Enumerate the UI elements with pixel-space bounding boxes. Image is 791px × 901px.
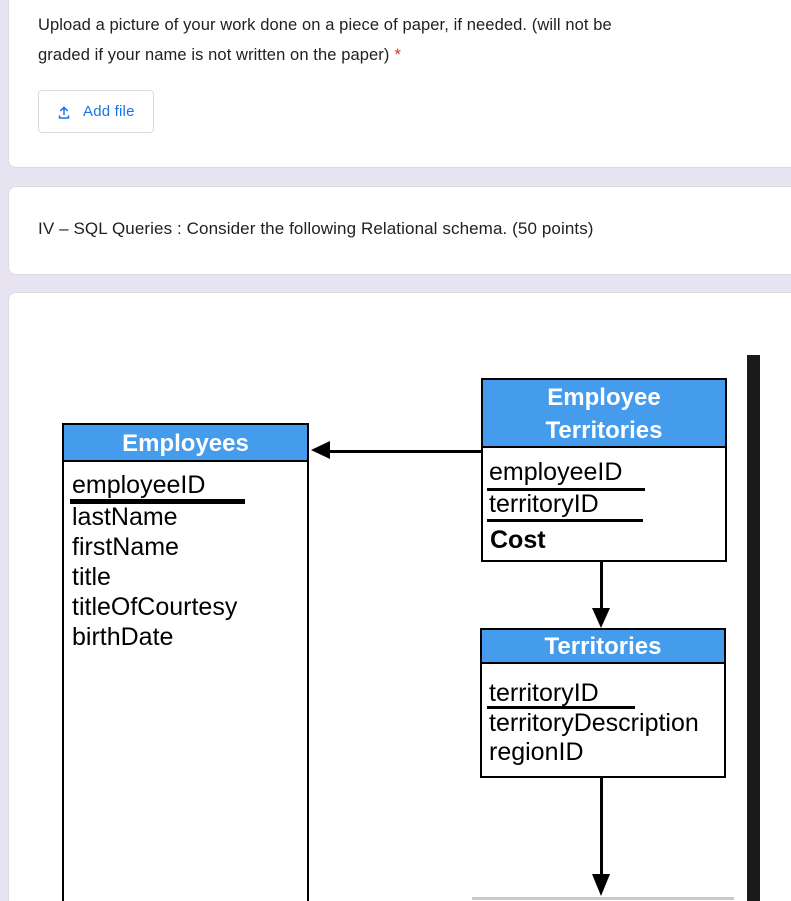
relation-line-et-to-territories bbox=[600, 562, 603, 610]
add-file-button[interactable]: Add file bbox=[38, 90, 154, 133]
next-table-edge bbox=[472, 897, 734, 900]
add-file-label: Add file bbox=[83, 103, 135, 120]
arrowhead-down-icon bbox=[592, 874, 610, 896]
field-territories-territoryid: territoryID bbox=[489, 679, 599, 707]
primary-key-underline bbox=[487, 519, 643, 522]
relation-line-et-to-employees bbox=[328, 450, 481, 453]
field-territories-regionid: regionID bbox=[489, 738, 584, 766]
table-employees-header: Employees bbox=[64, 425, 307, 462]
table-employee-territories: Employee Territories employeeID territor… bbox=[481, 378, 727, 562]
field-et-territoryid: territoryID bbox=[489, 490, 599, 518]
table-employees: Employees employeeID lastName firstName … bbox=[62, 423, 309, 901]
primary-key-underline bbox=[70, 499, 245, 504]
field-employees-lastname: lastName bbox=[72, 503, 178, 531]
field-et-employeeid: employeeID bbox=[489, 458, 623, 486]
arrowhead-left-icon bbox=[311, 441, 330, 459]
field-employees-titleofcourtesy: titleOfCourtesy bbox=[72, 593, 238, 621]
table-employee-territories-header: Employee Territories bbox=[483, 380, 725, 448]
upload-question-card: Upload a picture of your work done on a … bbox=[8, 0, 791, 168]
arrowhead-down-icon bbox=[592, 608, 610, 628]
schema-image-card: Employees employeeID lastName firstName … bbox=[8, 292, 791, 901]
field-et-cost: Cost bbox=[490, 526, 546, 554]
table-territories-header: Territories bbox=[482, 630, 724, 664]
field-employees-firstname: firstName bbox=[72, 533, 179, 561]
field-employees-birthdate: birthDate bbox=[72, 623, 174, 651]
field-employees-title: title bbox=[72, 563, 111, 591]
question-text: Upload a picture of your work done on a … bbox=[38, 16, 612, 64]
required-asterisk: * bbox=[394, 46, 402, 64]
primary-key-underline bbox=[487, 706, 635, 709]
relation-line-territories-down bbox=[600, 778, 603, 874]
primary-key-underline bbox=[487, 488, 645, 491]
section-title: IV – SQL Queries : Consider the followin… bbox=[38, 219, 594, 238]
field-territories-territorydescription: territoryDescription bbox=[489, 709, 699, 737]
field-employees-employeeid: employeeID bbox=[72, 471, 206, 499]
section-title-card: IV – SQL Queries : Consider the followin… bbox=[8, 186, 791, 275]
image-black-bar bbox=[747, 355, 760, 901]
question-title: Upload a picture of your work done on a … bbox=[38, 10, 750, 70]
upload-icon bbox=[58, 105, 70, 119]
schema-diagram-image: Employees employeeID lastName firstName … bbox=[9, 293, 791, 901]
table-territories: Territories territoryID territoryDescrip… bbox=[480, 628, 726, 778]
